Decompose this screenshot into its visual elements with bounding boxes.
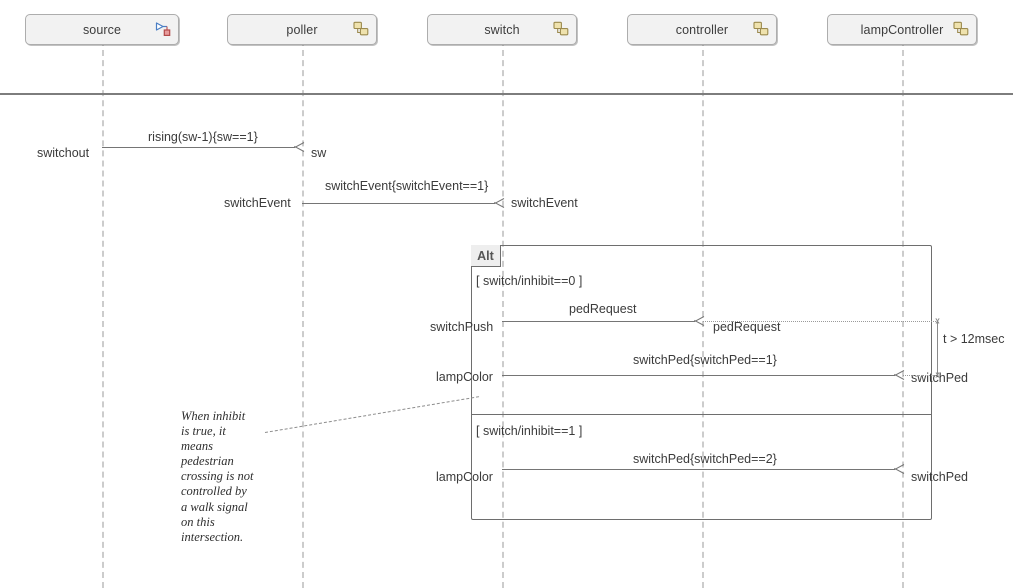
message-line — [102, 147, 295, 148]
fragment-operator-tab: Alt — [471, 245, 501, 267]
message-label: pedRequest — [569, 302, 637, 316]
note-line: intersection. — [181, 529, 244, 544]
message-source-port: switchPush — [430, 320, 494, 334]
lifeline-head-poller[interactable]: poller — [227, 14, 377, 45]
time-arrow-up-icon — [933, 320, 942, 327]
combined-fragment-alt[interactable] — [471, 245, 932, 520]
message-line — [302, 203, 495, 204]
operand-guard-1: [ switch/inhibit==1 ] — [476, 424, 583, 438]
note-line: controlled by — [181, 484, 247, 499]
note-line: pedestrian — [181, 454, 234, 469]
note-line: When inhibit — [181, 409, 246, 423]
lifeline-head-source[interactable]: source — [25, 14, 179, 45]
message-source-port: lampColor — [436, 470, 493, 484]
message-label: rising(sw-1){sw==1} — [148, 130, 258, 144]
message-target-port: switchEvent — [511, 196, 578, 210]
message-target-port: sw — [311, 146, 327, 160]
message-source-port: lampColor — [436, 370, 493, 384]
flow-port-icon — [154, 20, 172, 38]
component-icon — [952, 20, 970, 38]
lifeline-head-controller[interactable]: controller — [627, 14, 777, 45]
note-connector-line — [264, 396, 480, 433]
arrowhead-icon — [293, 141, 302, 152]
message-target-port: switchPed — [911, 371, 968, 385]
lifeline-source — [102, 40, 104, 588]
lifeline-switch — [502, 40, 504, 588]
lifeline-controller — [702, 40, 704, 588]
operand-guard-0: [ switch/inhibit==0 ] — [476, 274, 583, 288]
lifeline-head-label: controller — [675, 22, 729, 37]
lifeline-lampcontroller — [902, 40, 904, 588]
message-label: switchPed{switchPed==2} — [633, 452, 777, 466]
lifeline-head-label: source — [82, 22, 122, 37]
fragment-operator-label: Alt — [477, 248, 494, 263]
lifeline-head-label: poller — [286, 22, 318, 37]
fragment-operand-divider — [471, 414, 932, 415]
lifeline-head-switch[interactable]: switch — [427, 14, 577, 45]
message-label: switchPed{switchPed==1} — [633, 353, 777, 367]
time-constraint-line — [937, 321, 938, 375]
message-line — [502, 375, 895, 376]
arrowhead-icon — [693, 315, 702, 326]
message-source-port: switchEvent — [224, 196, 291, 210]
note-line: crossing is not — [181, 469, 254, 484]
note-line: on this — [181, 514, 215, 529]
message-line — [502, 469, 895, 470]
timing-guide-line-bottom — [903, 375, 938, 376]
note-line: means — [181, 439, 213, 454]
lifeline-head-label: lampController — [860, 22, 944, 37]
time-arrow-down-icon — [933, 369, 942, 376]
component-icon — [552, 20, 570, 38]
note-line: a walk signal — [181, 499, 248, 514]
lifeline-head-label: switch — [484, 22, 520, 37]
lifeline-head-lampcontroller[interactable]: lampController — [827, 14, 977, 45]
message-target-port: switchPed — [911, 470, 968, 484]
header-separator — [0, 93, 1013, 95]
arrowhead-icon — [893, 369, 902, 380]
time-constraint-label: t > 12msec — [943, 332, 1005, 346]
message-target-port: pedRequest — [713, 320, 781, 334]
note-text: When inhibit is true, it means pedestria… — [181, 409, 277, 545]
message-source-port: switchout — [37, 146, 90, 160]
arrowhead-icon — [493, 197, 502, 208]
message-line — [502, 321, 695, 322]
lifeline-poller — [302, 40, 304, 588]
component-icon — [352, 20, 370, 38]
message-label: switchEvent{switchEvent==1} — [325, 179, 489, 193]
component-icon — [752, 20, 770, 38]
timing-guide-line-top — [703, 321, 938, 322]
note-line: is true, it — [181, 424, 226, 439]
arrowhead-icon — [893, 463, 902, 474]
